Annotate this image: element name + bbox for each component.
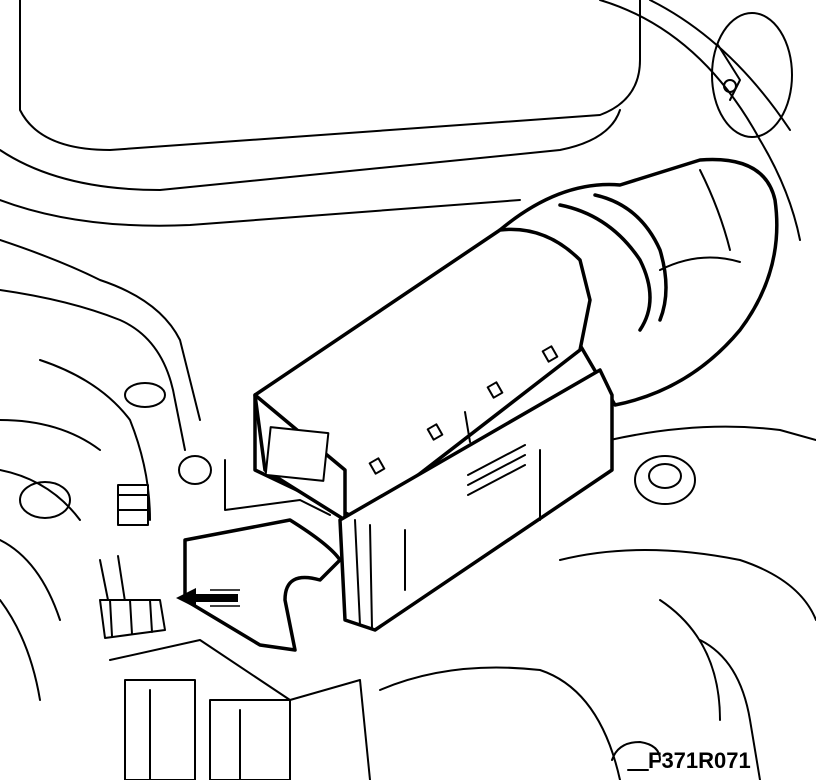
engine-cover — [0, 0, 801, 241]
lower-housing — [109, 639, 371, 780]
pull-direction-arrow-icon — [176, 588, 240, 608]
brake-lines — [0, 239, 201, 701]
cap-top-right — [711, 12, 793, 138]
connector-body — [253, 227, 614, 632]
right-components — [379, 425, 816, 780]
figure-code-label: F371R071 — [648, 748, 751, 773]
air-hose — [498, 157, 779, 407]
figure-code-marker — [611, 741, 661, 771]
locking-slide — [183, 459, 342, 652]
pipe-fittings — [19, 382, 212, 639]
